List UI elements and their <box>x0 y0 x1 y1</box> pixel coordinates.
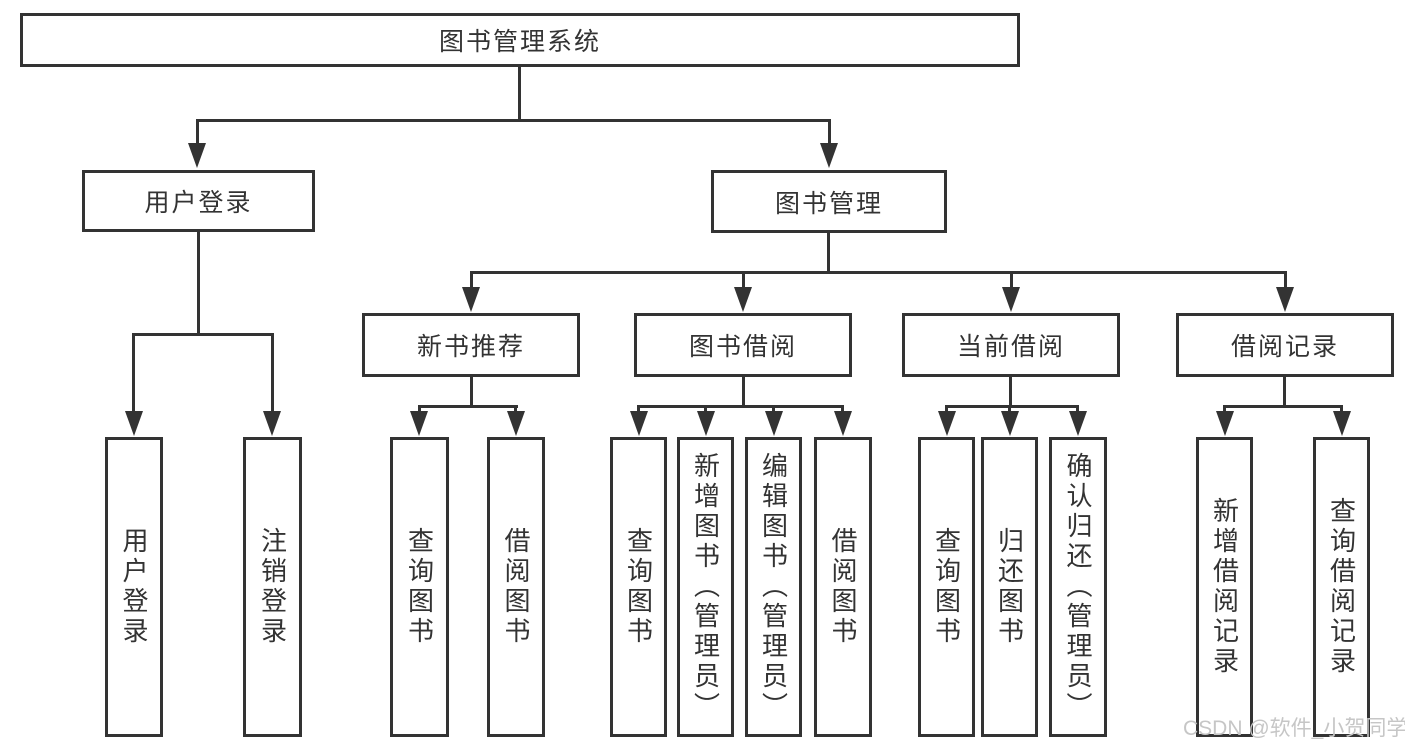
node-book-borrowing: 图书借阅 <box>634 313 852 377</box>
connector-tail-current-borrowing <box>1010 271 1013 289</box>
arrow-down-icon <box>697 411 715 436</box>
connector-tail <box>637 405 640 414</box>
arrow-down-icon <box>1001 411 1019 436</box>
leaf-query-books-recommend: 查询图书 <box>390 437 449 737</box>
leaf-return-books: 归还图书 <box>981 437 1038 737</box>
connector-borrowing-records-stem <box>1283 377 1286 408</box>
leaf-confirm-return-admin: 确认归还（管理员） <box>1049 437 1107 737</box>
connector-book-borrowing-rail <box>637 405 844 408</box>
connector-level3-rail <box>470 271 1286 274</box>
leaf-query-borrow-record: 查询借阅记录 <box>1313 437 1370 737</box>
connector-current-borrowing-rail <box>945 405 1079 408</box>
arrow-down-icon <box>263 411 281 436</box>
connector-tail <box>1008 405 1011 414</box>
arrow-down-icon <box>1069 411 1087 436</box>
connector-tail-book-borrowing <box>742 271 745 289</box>
leaf-logout: 注销登录 <box>243 437 302 737</box>
connector-root-stem <box>518 65 521 121</box>
connector-book-borrowing-stem <box>742 377 745 408</box>
connector-tail-logout <box>271 333 274 414</box>
connector-tail-borrowing-records <box>1284 271 1287 289</box>
watermark-text: CSDN @软件_小贺同学 <box>1183 717 1405 740</box>
node-user-login: 用户登录 <box>82 170 315 232</box>
connector-user-login-stem <box>197 232 200 336</box>
connector-tail <box>1223 405 1226 414</box>
arrow-down-icon <box>820 143 838 168</box>
arrow-down-icon <box>1002 287 1020 312</box>
connector-level2-rail <box>196 119 831 122</box>
arrow-down-icon <box>834 411 852 436</box>
arrow-down-icon <box>1276 287 1294 312</box>
leaf-query-books-borrowing: 查询图书 <box>610 437 667 737</box>
connector-tail <box>704 405 707 414</box>
arrow-down-icon <box>410 411 428 436</box>
connector-tail-login <box>132 333 135 414</box>
arrow-down-icon <box>188 143 206 168</box>
node-library-system: 图书管理系统 <box>20 13 1020 67</box>
arrow-down-icon <box>125 411 143 436</box>
arrow-down-icon <box>507 411 525 436</box>
leaf-query-books-current: 查询图书 <box>918 437 975 737</box>
leaf-edit-book-admin: 编辑图书（管理员） <box>745 437 802 737</box>
connector-tail <box>1076 405 1079 414</box>
connector-tail-new-book <box>470 271 473 289</box>
leaf-borrow-books-recommend: 借阅图书 <box>487 437 545 737</box>
connector-tail <box>418 405 421 414</box>
connector-tail-book-management <box>828 119 831 146</box>
connector-borrowing-records-rail <box>1223 405 1343 408</box>
leaf-add-borrow-record: 新增借阅记录 <box>1196 437 1253 737</box>
node-new-book-recommend: 新书推荐 <box>362 313 580 377</box>
arrow-down-icon <box>630 411 648 436</box>
connector-current-borrowing-stem <box>1009 377 1012 408</box>
arrow-down-icon <box>938 411 956 436</box>
connector-new-book-rail <box>418 405 518 408</box>
arrow-down-icon <box>1216 411 1234 436</box>
node-current-borrowing: 当前借阅 <box>902 313 1120 377</box>
connector-tail <box>514 405 517 414</box>
connector-tail <box>841 405 844 414</box>
node-borrowing-records: 借阅记录 <box>1176 313 1394 377</box>
connector-tail-user-login <box>196 119 199 146</box>
connector-user-login-rail <box>132 333 273 336</box>
connector-book-management-stem <box>827 233 830 274</box>
connector-tail <box>772 405 775 414</box>
leaf-borrow-books: 借阅图书 <box>814 437 872 737</box>
arrow-down-icon <box>734 287 752 312</box>
arrow-down-icon <box>1333 411 1351 436</box>
connector-tail <box>945 405 948 414</box>
arrow-down-icon <box>765 411 783 436</box>
node-book-management: 图书管理 <box>711 170 947 233</box>
connector-tail <box>1340 405 1343 414</box>
connector-new-book-stem <box>470 377 473 408</box>
leaf-add-book-admin: 新增图书（管理员） <box>677 437 734 737</box>
arrow-down-icon <box>462 287 480 312</box>
leaf-user-login: 用户登录 <box>105 437 163 737</box>
